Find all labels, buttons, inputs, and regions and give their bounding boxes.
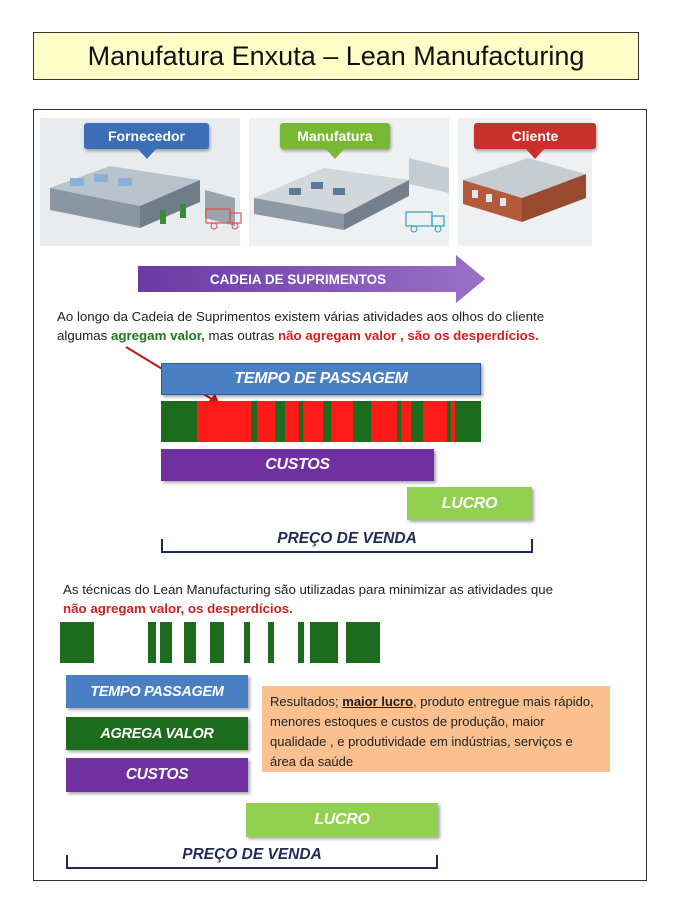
agrega-valor-bar: AGREGA VALOR: [66, 717, 248, 750]
activities-bar-bottom: [60, 622, 380, 663]
down-arrow-icon: [137, 149, 156, 159]
lucro-bar-top: LUCRO: [407, 487, 532, 520]
supply-chain-label: CADEIA DE SUPRIMENTOS: [209, 271, 387, 287]
stage-tag-manufatura: Manufatura: [280, 123, 390, 149]
supply-chain-arrow: [138, 255, 486, 303]
stage-tag-fornecedor: Fornecedor: [84, 123, 209, 149]
lean-text-line-1: As técnicas do Lean Manufacturing são ut…: [63, 582, 554, 597]
blue-truck-icon: [404, 208, 448, 234]
down-arrow-icon: [526, 149, 544, 159]
tempo-passagem-bar-bottom: TEMPO PASSAGEM: [66, 675, 248, 708]
tempo-de-passagem-bar: TEMPO DE PASSAGEM: [161, 363, 481, 395]
lean-text: As técnicas do Lean Manufacturing são ut…: [63, 580, 643, 618]
lean-text-line-2: não agregam valor, os desperdícios.: [63, 601, 293, 616]
lucro-bar-bottom: LUCRO: [246, 803, 438, 837]
custos-bar-bottom: CUSTOS: [66, 758, 248, 792]
red-truck-icon: [204, 205, 244, 231]
results-box: Resultados; maior lucro, produto entregu…: [262, 686, 610, 772]
preco-label-bottom: PREÇO DE VENDA: [182, 846, 322, 863]
diagram-frame: [33, 109, 647, 881]
intro-line-2: algumas agregam valor, mas outras não ag…: [57, 328, 539, 343]
results-highlight: maior lucro: [342, 694, 414, 709]
intro-line-1: Ao longo da Cadeia de Suprimentos existe…: [57, 309, 545, 324]
stage-tag-cliente: Cliente: [474, 123, 596, 149]
down-arrow-icon: [326, 149, 344, 159]
intro-text: Ao longo da Cadeia de Suprimentos existe…: [57, 307, 642, 345]
page-title: Manufatura Enxuta – Lean Manufacturing: [33, 32, 639, 80]
custos-bar-top: CUSTOS: [161, 449, 434, 481]
activities-bar-top: [161, 401, 481, 442]
preco-bracket-bottom: [66, 855, 438, 869]
preco-label-top: PREÇO DE VENDA: [277, 530, 417, 547]
preco-bracket-top: [161, 539, 533, 553]
